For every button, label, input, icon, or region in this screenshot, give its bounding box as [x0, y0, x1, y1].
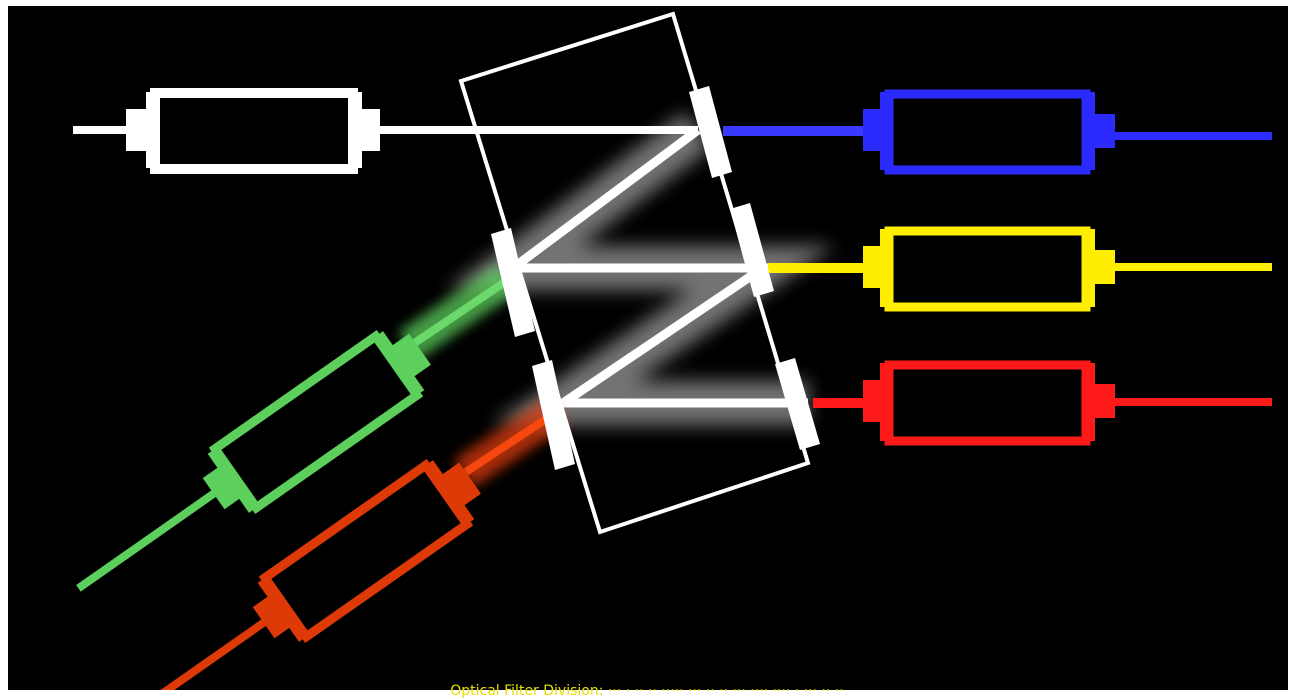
- yellow-collar-right: [1083, 229, 1095, 307]
- diagram-canvas: [8, 6, 1288, 690]
- diagram-caption: Optical Filter Division: ··· · ·· ·· ···…: [450, 683, 844, 699]
- orange-beam: [463, 407, 561, 476]
- green-fiber: [76, 484, 225, 592]
- yellow-body: [884, 226, 1091, 312]
- output-collimator-red: [863, 360, 1272, 446]
- orange-fiber: [158, 613, 275, 690]
- blue-collar-right: [1083, 92, 1095, 170]
- output-collimator-blue: [863, 89, 1272, 175]
- input-body: [150, 88, 358, 174]
- filter-block: [458, 11, 820, 535]
- orange-connector-left: [252, 592, 295, 639]
- orange-collar-right: [423, 460, 475, 526]
- optical-filter-diagram: [73, 11, 1272, 690]
- orange-body: [258, 459, 474, 643]
- input-collimator-orange: [158, 459, 481, 690]
- filter-pad-green: [491, 228, 535, 337]
- red-body: [884, 360, 1091, 446]
- red-collar-right: [1083, 363, 1095, 441]
- input-connector-right: [358, 109, 380, 151]
- green-collar-right: [373, 331, 425, 397]
- blue-body: [884, 89, 1091, 175]
- green-connector-right: [389, 333, 431, 379]
- output-collimator-yellow: [863, 226, 1272, 312]
- green-body: [208, 330, 424, 514]
- filter-pad-orange: [532, 360, 575, 470]
- filter-pad-red: [775, 358, 820, 450]
- green-connector-left: [202, 463, 245, 510]
- input-collimator-green: [76, 330, 431, 592]
- input-collimator: [73, 88, 380, 174]
- blue-connector-right: [1091, 114, 1115, 148]
- green-beam: [410, 276, 511, 348]
- filter-pad-yellow: [730, 203, 774, 297]
- orange-connector-right: [439, 462, 481, 508]
- filter-pad-blue: [689, 86, 732, 178]
